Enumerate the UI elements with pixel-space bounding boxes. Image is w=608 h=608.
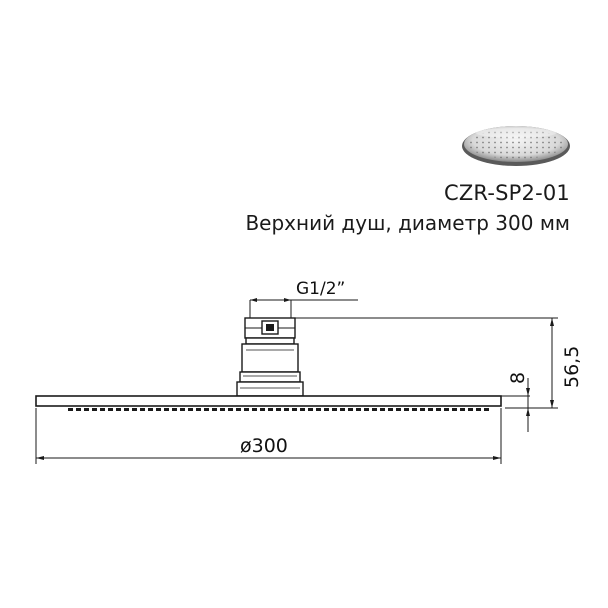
nozzle [92,408,97,411]
nozzle [300,408,305,411]
nozzle [212,408,217,411]
nozzle [332,408,337,411]
nozzle [188,408,193,411]
nozzle [284,408,289,411]
nozzle [436,408,441,411]
nozzle [244,408,249,411]
nozzle [276,408,281,411]
nozzle [412,408,417,411]
shower-plate [35,395,502,407]
nozzle [308,408,313,411]
height-dimension [295,317,558,409]
nozzle [140,408,145,411]
nozzle [220,408,225,411]
nozzle [156,408,161,411]
nozzle [252,408,257,411]
nozzle [196,408,201,411]
plate-thickness-label: 8 [507,372,529,384]
thread-size-label: G1/2” [296,279,345,299]
nozzle [452,408,457,411]
nozzle [324,408,329,411]
nozzle [356,408,361,411]
nozzle [364,408,369,411]
model-code: CZR-SP2-01 [443,181,570,205]
diameter-dimension [35,408,502,464]
nozzle [476,408,481,411]
thickness-dimension [501,378,530,432]
nozzle [396,408,401,411]
diameter-label: ø300 [240,435,288,457]
nozzle [444,408,449,411]
nozzle [180,408,185,411]
nozzle [484,408,489,411]
nozzle [428,408,433,411]
nozzle [172,408,177,411]
nozzle [460,408,465,411]
nozzle [268,408,273,411]
nozzle [228,408,233,411]
product-title-block: CZR-SP2-01 Верхний душ, диаметр 300 мм [245,180,570,239]
thread-dimension [249,298,358,318]
nozzle [340,408,345,411]
nozzle [380,408,385,411]
nozzle [132,408,137,411]
nozzle [116,408,121,411]
nozzle [68,408,73,411]
nozzle [84,408,89,411]
nozzle [148,408,153,411]
nozzle [108,408,113,411]
nozzle-row [68,408,489,411]
nozzle [124,408,129,411]
nozzle [348,408,353,411]
connector-fitting [236,317,304,397]
nozzle [164,408,169,411]
nozzle [372,408,377,411]
shower-head-thumbnail [462,126,570,166]
nozzle [404,408,409,411]
nozzle [76,408,81,411]
nozzle [292,408,297,411]
nozzle [260,408,265,411]
nozzle [316,408,321,411]
nozzle [388,408,393,411]
nozzle [204,408,209,411]
product-description: Верхний душ, диаметр 300 мм [245,211,570,235]
nozzle [468,408,473,411]
nozzle [420,408,425,411]
total-height-label: 56,5 [561,346,583,388]
nozzle [236,408,241,411]
nozzle [100,408,105,411]
